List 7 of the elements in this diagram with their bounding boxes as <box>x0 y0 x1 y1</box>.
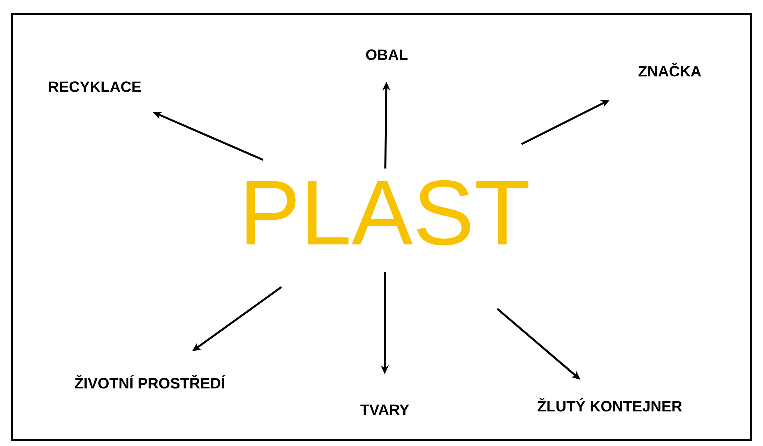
topic-label: ZNAČKA <box>638 63 702 77</box>
topic-label: OBAL <box>366 50 408 60</box>
title-word: PLAST <box>246 180 529 246</box>
topic-label: ŽLUTÝ KONTEJNER <box>538 398 682 412</box>
topic-label: TVARY <box>360 404 410 416</box>
topic-label: RECYKLACE <box>49 82 142 92</box>
topic-label: ŽIVOTNÍ PROSTŘEDÍ <box>75 375 226 389</box>
